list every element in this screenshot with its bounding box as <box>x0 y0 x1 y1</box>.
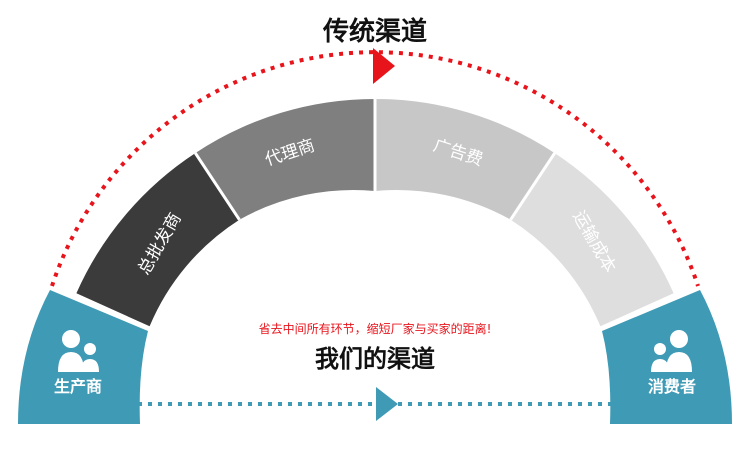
red-arrow-icon <box>373 48 395 84</box>
teal-arrow-icon <box>376 387 398 421</box>
segment-ring <box>76 98 674 327</box>
our-channel-title: 我们的渠道 <box>315 345 435 373</box>
consumer-label: 消费者 <box>648 377 696 396</box>
segment-agent <box>195 98 375 220</box>
producer-label: 生产商 <box>54 377 102 396</box>
traditional-channel-arc <box>50 50 700 287</box>
producer-people-icon <box>58 330 99 372</box>
segment-wholesaler <box>76 153 240 327</box>
consumer-block <box>602 290 732 424</box>
producer-block <box>18 290 148 424</box>
tagline: 省去中间所有环节，缩短厂家与买家的距离! <box>259 321 492 336</box>
consumer-people-icon <box>651 330 692 372</box>
traditional-channel-title: 传统渠道 <box>322 16 427 47</box>
segment-transport-cost <box>510 153 674 327</box>
segment-ad-cost <box>375 98 555 220</box>
